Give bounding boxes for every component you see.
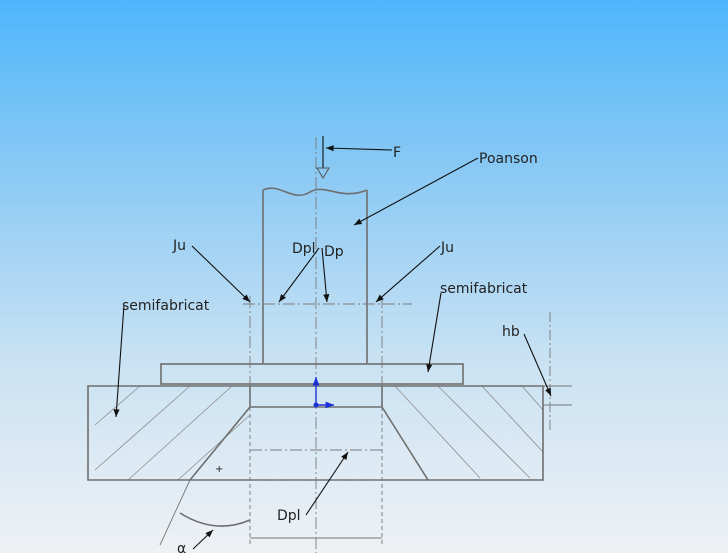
clearance-left-leader [191,245,251,303]
plate-diameter-leader [278,247,320,303]
die-hatching-left [94,385,251,481]
plate-diameter-bottom-leader [305,451,349,516]
punch-diameter-leader [321,247,330,303]
force-arrow [316,136,393,179]
punch-body [262,187,368,363]
axis-marker [312,377,334,409]
blank-left-leader [113,304,125,418]
punch-label: Poanson [479,151,538,167]
clearance-right-label: Ju [440,240,454,256]
force-label: F [393,145,401,161]
die-opening [189,386,429,481]
die-body [87,385,544,481]
center-mark: + [215,464,223,475]
plate-diameter-label: Dpl [292,241,316,257]
die-hatching-right [394,385,544,479]
plate-diameter-bottom-label: Dpl [277,508,301,524]
punch-leader [353,157,479,226]
blank-left-label: semifabricat [122,298,210,314]
angle-arc [179,512,251,527]
thickness-label: hb [502,324,520,340]
clearance-right-leader [375,245,441,303]
blank-right-label: semifabricat [440,281,528,297]
thickness-dimension [543,312,572,432]
punch-diameter-label: Dp [324,244,344,260]
angle-label: α [177,541,186,553]
thickness-leader [523,333,552,397]
blank-right-leader [426,292,442,373]
clearance-left-label: Ju [172,238,186,254]
angle-leader [192,529,214,550]
blank-plate [160,363,464,385]
